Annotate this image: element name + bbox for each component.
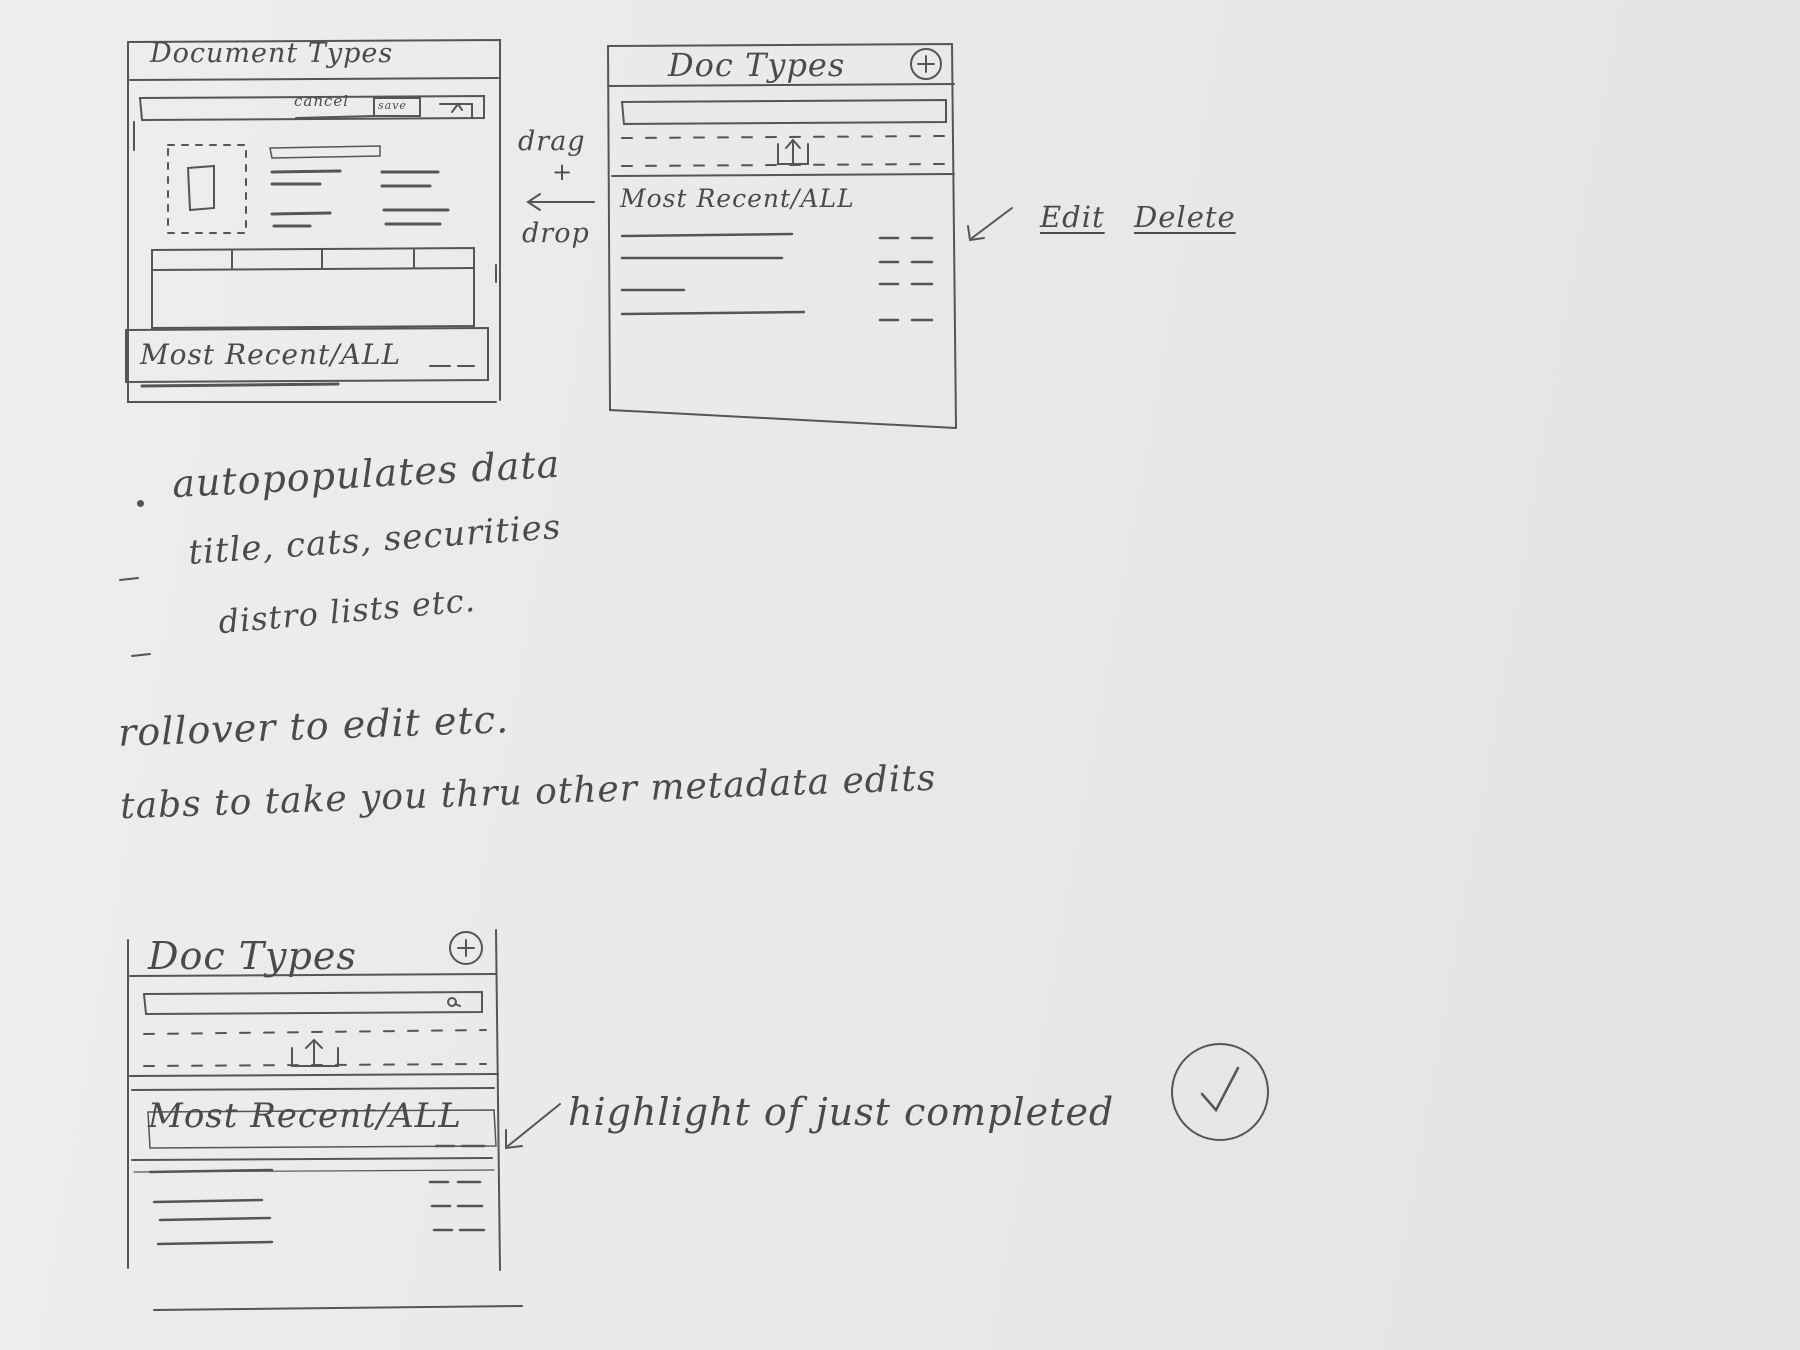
sketch3-list-lines bbox=[148, 1144, 486, 1246]
drag-arrow bbox=[526, 193, 595, 211]
sketch1-title: Document Types bbox=[150, 38, 394, 69]
sketch2-frame bbox=[607, 42, 957, 429]
sketch1-cancel-button[interactable]: cancel bbox=[294, 92, 350, 110]
sketch2-dropzone bbox=[621, 135, 945, 167]
sketch1-tabs-table bbox=[151, 246, 497, 330]
sketch3-frame bbox=[127, 929, 523, 1311]
sketch2-list-lines bbox=[620, 232, 934, 322]
sketch1-footer-box bbox=[125, 326, 489, 384]
sketch2-upload bbox=[777, 138, 809, 165]
sketch2-annotation-arrow bbox=[967, 207, 1013, 242]
sketch2-edit-link[interactable]: Edit bbox=[1040, 200, 1105, 234]
sketch3-annotation-arrow bbox=[505, 1103, 561, 1150]
sketch3-title: Doc Types bbox=[148, 934, 357, 978]
sketch1-doc-icon bbox=[186, 164, 215, 212]
sketch2-delete-link[interactable]: Delete bbox=[1134, 200, 1236, 234]
transfer-plus-label: + bbox=[552, 158, 574, 186]
sketch1-field-lines bbox=[269, 145, 450, 228]
sketch3-upload bbox=[291, 1038, 339, 1067]
sketch3-check-circle bbox=[1171, 1043, 1269, 1141]
sketch1-save-button[interactable]: save bbox=[378, 99, 407, 112]
sketch1-footer-label[interactable]: Most Recent/ALL bbox=[140, 338, 402, 371]
sketch1-image-placeholder bbox=[167, 144, 247, 234]
sketch2-plus-circle bbox=[910, 48, 942, 80]
sketch2-title: Doc Types bbox=[668, 46, 846, 84]
transfer-drag-label: drag bbox=[518, 126, 586, 157]
sketch2-list-label[interactable]: Most Recent/ALL bbox=[620, 184, 855, 213]
sketch3-list-label[interactable]: Most Recent/ALL bbox=[148, 1096, 462, 1136]
sketch3-plus-circle bbox=[449, 931, 483, 965]
sketch1-frame bbox=[127, 38, 501, 403]
sketch3-annotation: highlight of just completed bbox=[568, 1090, 1115, 1134]
transfer-drop-label: drop bbox=[522, 218, 590, 249]
sketch3-highlight-box bbox=[147, 1109, 497, 1149]
notes-bullet bbox=[137, 500, 144, 507]
